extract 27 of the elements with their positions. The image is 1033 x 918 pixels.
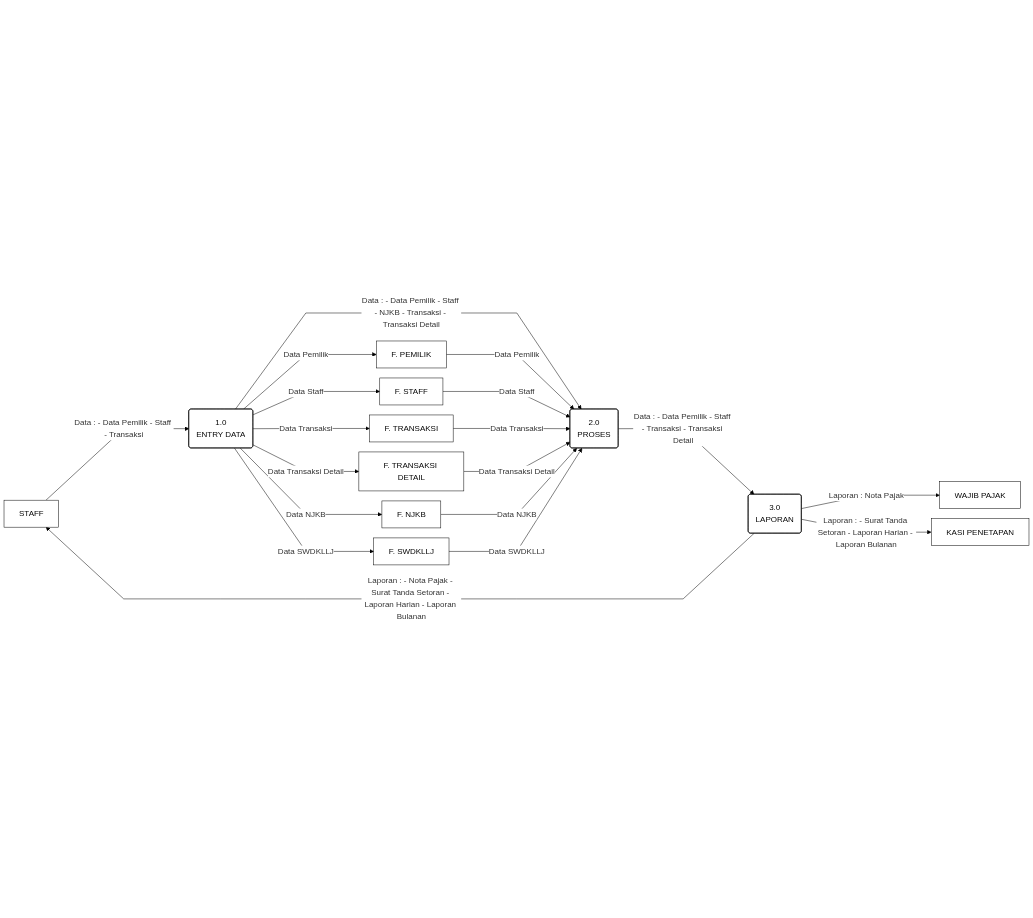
edge-label: Data SWDKLLJ: [277, 546, 334, 556]
node-box: F. SWDKLLJ: [373, 537, 450, 566]
edge-label: Data Staff: [499, 387, 535, 396]
edge-label: Data NJKB: [497, 509, 537, 519]
node-box: F. TRANSAKSI: [369, 414, 454, 443]
edge-label: Laporan : - Nota Pajak - Surat Tanda Setoran - Laporan Harian - Laporan Bulanan: [364, 576, 457, 621]
edge-label: Data Transaksi Detail: [478, 466, 555, 476]
edge-label: Data SWDKLLJ: [488, 546, 545, 556]
edge-label: Data Pemilik: [494, 350, 540, 359]
edge-label: Laporan : - Surat Tanda Setoran - Laporan Harian - Laporan Bulanan: [817, 515, 913, 549]
node-box: F. TRANSAKSI DETAIL: [358, 451, 465, 492]
edge-label: Data : - Data Pemilik - Staff - Transaksi - Transaksi Detail: [633, 412, 731, 445]
node-box: F. STAFF: [379, 377, 444, 406]
edge-label: Data Transaksi: [490, 424, 544, 433]
edge-label: Data Transaksi: [279, 424, 333, 433]
node-box: STAFF: [3, 500, 59, 528]
edge-label: Data : - Data Pemilik - Staff - Transaksi: [74, 418, 171, 439]
node-box: F. NJKB: [381, 500, 442, 529]
edge-label: Data : - Data Pemilik - Staff - NJKB - Transaksi - Transaksi Detail: [361, 296, 459, 330]
node-box: F. PEMILIK: [376, 340, 447, 369]
edge-label: Laporan : Nota Pajak: [828, 490, 904, 500]
edge-label: Data Pemilik: [283, 350, 329, 359]
node-box: KASI PENETAPAN: [931, 518, 1030, 546]
edge-label: Data NJKB: [286, 509, 326, 519]
edge-label: Data Staff: [288, 387, 324, 396]
node-box: WAJIB PAJAK: [939, 481, 1021, 509]
edge-label: Data Transaksi Detail: [267, 466, 344, 476]
